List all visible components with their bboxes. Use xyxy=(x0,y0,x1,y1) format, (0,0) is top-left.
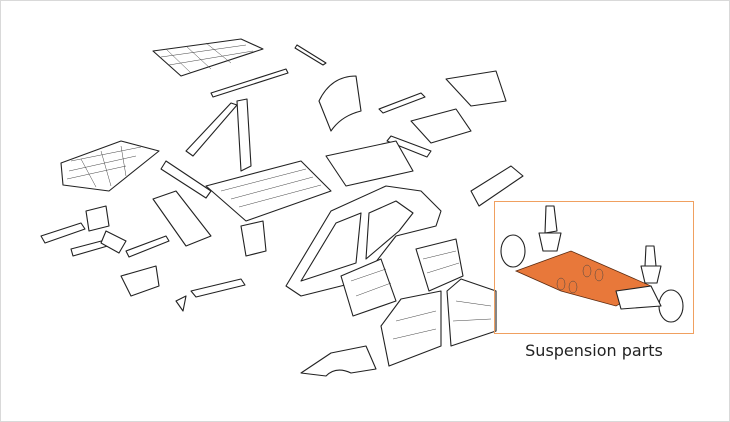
rear-shelf xyxy=(378,92,426,114)
side-sill xyxy=(125,235,170,258)
dash-panel xyxy=(152,190,212,247)
rear-door-outer xyxy=(446,278,497,347)
front-door-inner xyxy=(340,258,397,317)
front-wheelhouse xyxy=(318,75,362,132)
rocker xyxy=(190,278,246,298)
hood-panel xyxy=(60,140,160,192)
radiator-support xyxy=(85,205,110,232)
bracket xyxy=(240,220,267,257)
trunk-floor xyxy=(410,108,472,144)
b-pillar xyxy=(236,98,252,172)
roof-rail xyxy=(210,68,289,98)
a-pillar xyxy=(185,102,238,157)
bracket xyxy=(175,295,187,312)
suspension-parts xyxy=(500,205,684,323)
bracket xyxy=(100,230,127,254)
rear-door-inner xyxy=(415,238,464,292)
suspension-parts-label: Suspension parts xyxy=(525,341,663,360)
body-side-panel xyxy=(285,185,442,297)
roof-panel xyxy=(152,38,264,77)
rear-quarter-inner xyxy=(470,165,524,207)
front-member xyxy=(40,222,86,244)
front-side-member xyxy=(160,160,212,199)
rear-crossmember xyxy=(386,135,432,158)
bracket xyxy=(120,265,160,297)
front-door-outer xyxy=(380,290,442,367)
rear-floor xyxy=(325,140,414,187)
floor-panel xyxy=(205,160,332,222)
suspension-highlight-box xyxy=(494,201,694,334)
front-fender xyxy=(300,345,377,377)
rear-panel xyxy=(445,70,507,107)
roof-rail xyxy=(294,44,327,66)
